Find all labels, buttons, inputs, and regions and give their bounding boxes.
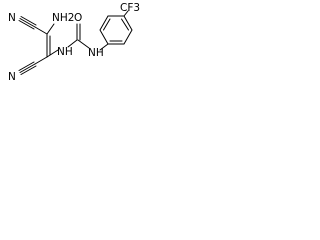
amide-nh-right-label: NH xyxy=(88,47,104,59)
nh-ring-bond xyxy=(99,43,109,51)
ring-cf3-bond xyxy=(123,10,129,17)
amine-label: NH2 xyxy=(52,12,74,24)
c2-nh-bond xyxy=(46,49,59,58)
carbonyl-double-bond xyxy=(76,23,81,41)
nitrile-top-bonds xyxy=(18,16,48,35)
amine-bond xyxy=(46,23,55,35)
nitrile-bottom-bonds xyxy=(18,56,48,75)
amide-nh-left-label: NH xyxy=(57,46,73,58)
nitrile-top-n-label: N xyxy=(8,12,16,24)
benzene-ring xyxy=(99,15,133,45)
molecule-svg: N NH2 N NH O NH CF3 xyxy=(8,2,140,83)
cf3-label: CF3 xyxy=(120,2,140,14)
nitrile-bottom-n-label: N xyxy=(8,71,16,83)
nh-carbonyl-bond xyxy=(67,39,78,48)
carbonyl-nh-bond xyxy=(77,39,90,49)
structure-diagram: N NH2 N NH O NH CF3 xyxy=(0,0,152,103)
carbonyl-o-label: O xyxy=(74,12,82,24)
alkene-double-bond xyxy=(46,33,51,58)
